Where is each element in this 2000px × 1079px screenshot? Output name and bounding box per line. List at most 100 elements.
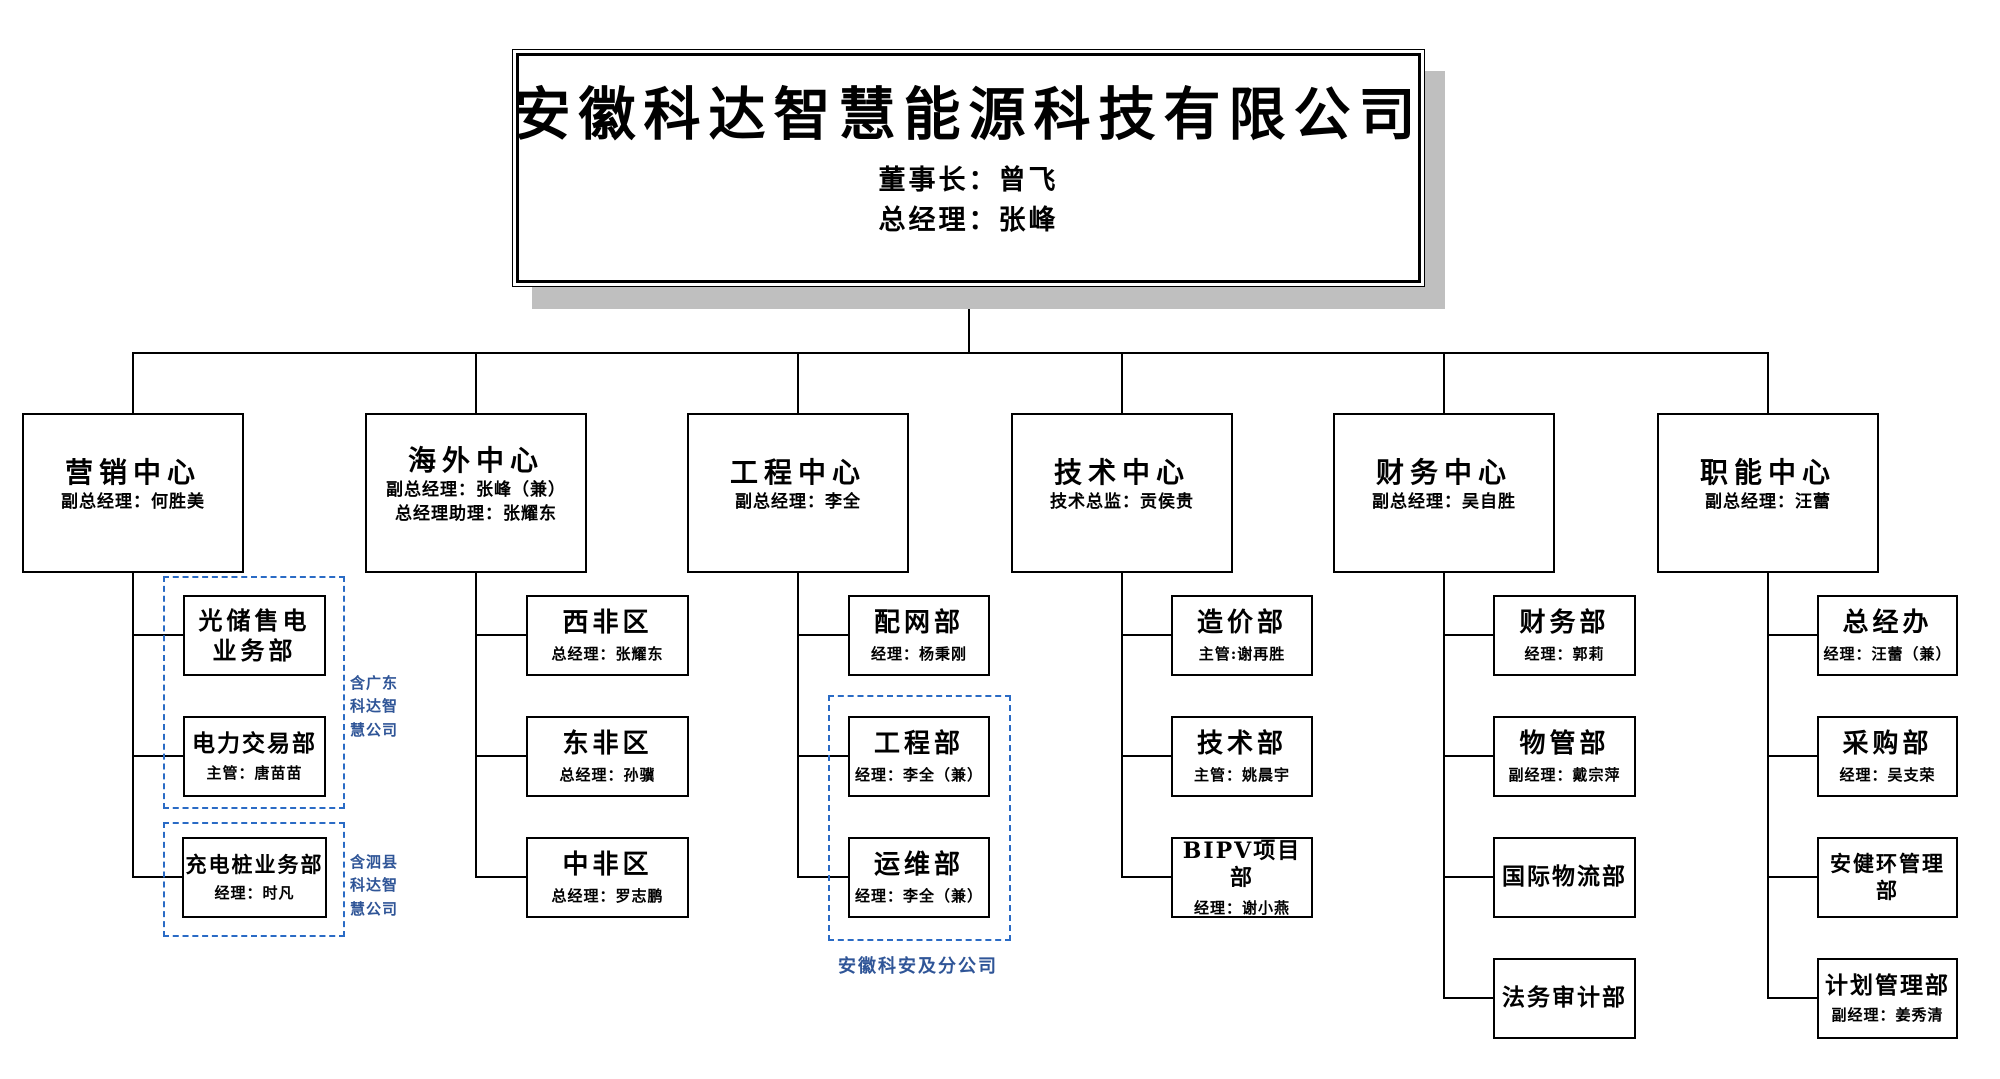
dept-leader: 总经理：孙骥 (559, 766, 656, 785)
dept-name: 财务部 (1519, 607, 1610, 638)
dept-name: 采购部 (1842, 728, 1933, 759)
dept-name: BIPV项目部 (1182, 837, 1302, 892)
dept-box-distribution-network: 配网部 经理：杨秉刚 (848, 595, 990, 676)
connector-trunk (797, 555, 799, 878)
connector-main-horizontal (132, 352, 1769, 354)
dept-box-gm-office: 总经办 经理：汪蕾（兼） (1817, 595, 1958, 676)
connector-drop (132, 353, 134, 413)
center-name: 财务中心 (1375, 456, 1512, 490)
dept-leader: 副经理：戴宗萍 (1508, 766, 1621, 785)
connector-branch (1443, 876, 1493, 878)
dept-box-east-africa: 东非区 总经理：孙骥 (526, 716, 689, 797)
connector-branch (132, 876, 183, 878)
dept-leader: 经理：郭莉 (1524, 645, 1605, 664)
general-manager-line: 总经理：张峰 (878, 205, 1059, 236)
connector-trunk (132, 555, 134, 878)
dept-leader: 总经理：张耀东 (551, 645, 664, 664)
annotation-guangdong-keda: 含广东 科达智 慧公司 (350, 674, 399, 739)
center-name: 职能中心 (1699, 456, 1836, 490)
connector-branch (132, 634, 183, 636)
dept-leader: 经理：吴支荣 (1839, 766, 1936, 785)
dept-leader: 主管：唐苗苗 (206, 764, 303, 783)
dept-box-procurement: 采购部 经理：吴支荣 (1817, 716, 1958, 797)
dept-name: 电力交易部 (192, 729, 317, 757)
connector-branch (797, 755, 848, 757)
connector-branch (797, 634, 848, 636)
connector-branch (1767, 876, 1817, 878)
connector-trunk (1767, 555, 1769, 999)
dept-leader: 经理：谢小燕 (1193, 898, 1290, 917)
connector-branch (475, 876, 526, 878)
dept-box-tech-dept: 技术部 主管：姚晨宇 (1171, 716, 1313, 797)
dept-name: 运维部 (873, 849, 964, 880)
connector-branch (132, 755, 183, 757)
connector-trunk (1443, 555, 1445, 999)
center-leader: 副总经理：李全 (735, 492, 861, 513)
dept-box-om-dept: 运维部 经理：李全（兼） (848, 837, 990, 918)
company-leaders: 董事长：曾飞 总经理：张峰 (879, 161, 1059, 242)
dept-name: 技术部 (1196, 728, 1287, 759)
connector-trunk (475, 555, 477, 878)
center-leader: 总经理助理：张耀东 (395, 504, 557, 524)
connector-root-stem (968, 289, 970, 353)
connector-drop (1443, 353, 1445, 413)
dept-name: 配网部 (873, 607, 964, 638)
dept-name: 工程部 (873, 728, 964, 759)
connector-drop (1121, 353, 1123, 413)
center-leader: 副总经理：吴自胜 (1372, 492, 1516, 513)
connector-branch (1121, 876, 1171, 878)
connector-branch (1443, 755, 1493, 757)
center-box-technology: 技术中心 技术总监：贡侯贵 (1011, 413, 1233, 573)
dept-box-central-africa: 中非区 总经理：罗志鹏 (526, 837, 689, 918)
dept-name: 造价部 (1196, 607, 1287, 638)
dept-box-hse-management: 安健环管理部 (1817, 837, 1958, 918)
dept-box-charging-pile: 充电桩业务部 经理：时凡 (182, 837, 327, 918)
dept-name: 安健环管理部 (1830, 851, 1945, 903)
dept-leader: 经理：李全（兼） (854, 887, 983, 906)
dept-box-planning-management: 计划管理部 副经理：姜秀清 (1817, 958, 1958, 1039)
center-name: 营销中心 (64, 456, 201, 490)
center-name: 海外中心 (407, 444, 544, 478)
dept-name: 物管部 (1519, 728, 1610, 759)
dept-box-cost-dept: 造价部 主管:谢再胜 (1171, 595, 1313, 676)
dept-leader: 主管：姚晨宇 (1193, 766, 1290, 785)
center-name: 技术中心 (1053, 456, 1190, 490)
annotation-anhui-kean: 安徽科安及分公司 (838, 956, 998, 977)
group-box-guangdong-keda (163, 576, 345, 809)
group-box-anhui-kean (828, 695, 1011, 941)
connector-branch (475, 634, 526, 636)
root-company-box: 安徽科达智慧能源科技有限公司 董事长：曾飞 总经理：张峰 (512, 49, 1425, 287)
dept-name: 西非区 (562, 607, 653, 638)
dept-box-intl-logistics: 国际物流部 (1493, 837, 1636, 918)
company-name: 安徽科达智慧能源科技有限公司 (513, 80, 1424, 148)
dept-box-solar-storage-sales: 光储售电 业务部 (183, 595, 326, 676)
center-name: 工程中心 (729, 456, 866, 490)
root-company-inner: 安徽科达智慧能源科技有限公司 董事长：曾飞 总经理：张峰 (513, 53, 1424, 283)
connector-drop (475, 353, 477, 413)
dept-box-finance-dept: 财务部 经理：郭莉 (1493, 595, 1636, 676)
dept-leader: 经理：李全（兼） (854, 766, 983, 785)
dept-box-legal-audit: 法务审计部 (1493, 958, 1636, 1039)
dept-name: 中非区 (562, 849, 653, 880)
dept-name: 光储售电 业务部 (198, 605, 311, 665)
center-box-overseas: 海外中心 副总经理：张峰（兼） 总经理助理：张耀东 (365, 413, 587, 573)
dept-name: 总经办 (1842, 607, 1933, 638)
connector-branch (1767, 755, 1817, 757)
dept-leader: 经理：时凡 (214, 884, 295, 903)
connector-drop (797, 353, 799, 413)
connector-branch (1767, 997, 1817, 999)
dept-name: 国际物流部 (1502, 863, 1627, 891)
group-box-sixian-keda (163, 822, 345, 937)
center-leader: 副总经理：张峰（兼） (386, 480, 566, 501)
connector-branch (1121, 755, 1171, 757)
dept-leader: 总经理：罗志鹏 (551, 887, 664, 906)
center-leader: 副总经理：何胜美 (61, 492, 205, 513)
annotation-sixian-keda: 含泗县 科达智 慧公司 (350, 853, 399, 918)
dept-name: 充电桩业务部 (185, 851, 324, 877)
connector-branch (1443, 997, 1493, 999)
connector-branch (1121, 634, 1171, 636)
center-box-functional: 职能中心 副总经理：汪蕾 (1657, 413, 1879, 573)
center-leader: 副总经理：汪蕾 (1705, 492, 1831, 513)
dept-name: 法务审计部 (1502, 984, 1627, 1012)
